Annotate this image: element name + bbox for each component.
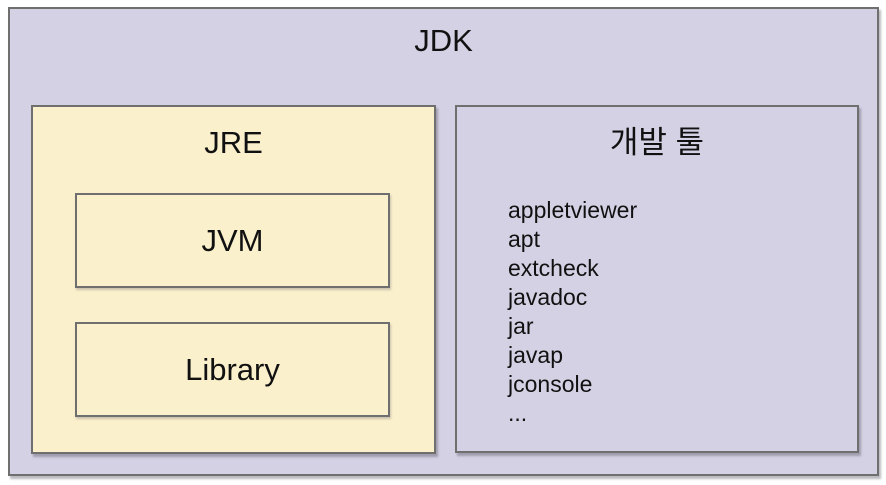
devtools-title: 개발 툴 — [609, 125, 705, 160]
jre-title: JRE — [204, 125, 263, 160]
devtools-list-item: jar — [508, 313, 534, 339]
devtools-container — [455, 105, 859, 453]
jvm-label: JVM — [201, 222, 264, 258]
jvm-box: JVM — [75, 193, 390, 288]
devtools-list-item: javadoc — [508, 284, 588, 310]
devtools-list-item: javap — [508, 342, 563, 368]
jdk-title: JDK — [414, 23, 473, 58]
library-label: Library — [185, 351, 280, 387]
devtools-list-item: appletviewer — [508, 197, 638, 223]
devtools-list-item: ... — [508, 400, 528, 426]
devtools-list-item: apt — [508, 226, 540, 252]
devtools-list: appletviewer apt extcheck javadoc jar ja… — [508, 196, 637, 428]
devtools-list-item: jconsole — [508, 371, 593, 397]
devtools-list-item: extcheck — [508, 255, 599, 281]
library-box: Library — [75, 322, 390, 417]
